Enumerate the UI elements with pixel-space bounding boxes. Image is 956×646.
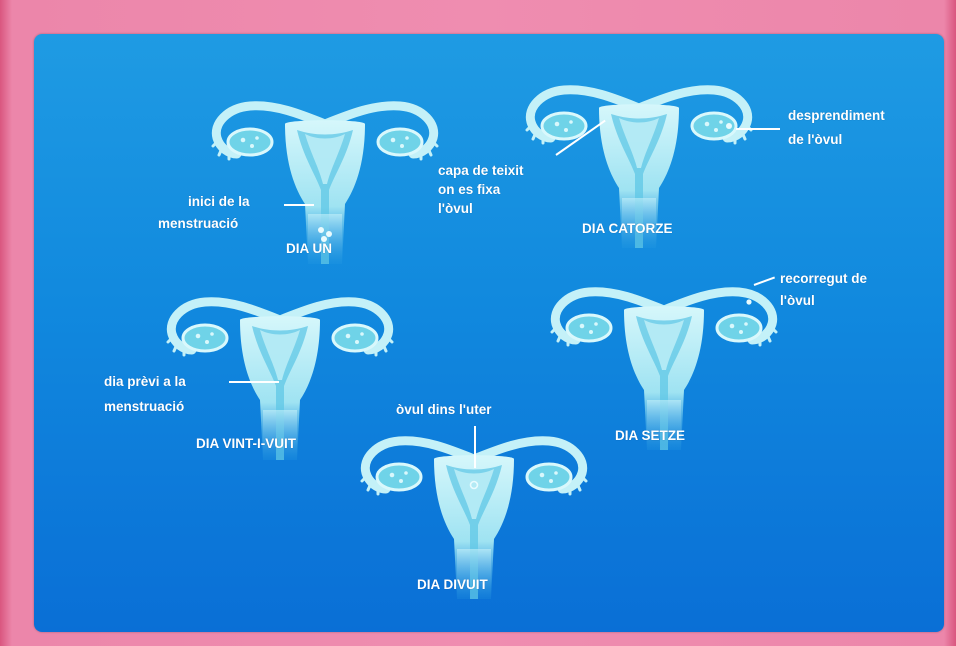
note-ovulation-line-2: de l'òvul (788, 131, 842, 148)
diagram-panel: inici de la menstruació DIA UN capa de t… (34, 34, 944, 632)
day-label-dia-vint-i-vuit: DIA VINT-I-VUIT (196, 435, 296, 452)
day-label-dia-catorze: DIA CATORZE (582, 220, 673, 237)
day-label-dia-un: DIA UN (286, 240, 332, 257)
note-dia-un-line-2: menstruació (158, 215, 238, 232)
pointer-line-ovulation (736, 128, 780, 130)
note-dia-vint-i-vuit-line-1: dia prèvi a la (104, 373, 186, 390)
note-ovulation-line-1: desprendiment (788, 107, 885, 124)
note-dia-divuit-line-1: òvul dins l'uter (396, 401, 491, 418)
day-label-dia-divuit: DIA DIVUIT (417, 576, 488, 593)
note-dia-catorze-line-3: l'òvul (438, 200, 473, 217)
note-dia-setze-line-2: l'òvul (780, 292, 815, 309)
note-dia-catorze-line-1: capa de teixit (438, 162, 524, 179)
menstruation-dot-icon (318, 227, 324, 233)
pointer-line-dia-un (284, 204, 314, 206)
uterus-illustration-dia-un (205, 94, 445, 264)
released-ovum-icon (726, 123, 732, 129)
note-dia-setze-line-1: recorregut de (780, 270, 867, 287)
note-dia-catorze-line-2: on es fixa (438, 181, 500, 198)
uterus-illustration-dia-setze (544, 280, 784, 450)
pointer-line-dia-vint-i-vuit (229, 381, 279, 383)
travelling-ovum-icon (746, 299, 751, 304)
note-dia-un-line-1: inici de la (188, 193, 250, 210)
note-dia-vint-i-vuit-line-2: menstruació (104, 398, 184, 415)
pointer-line-dia-divuit (474, 426, 476, 468)
day-label-dia-setze: DIA SETZE (615, 427, 685, 444)
